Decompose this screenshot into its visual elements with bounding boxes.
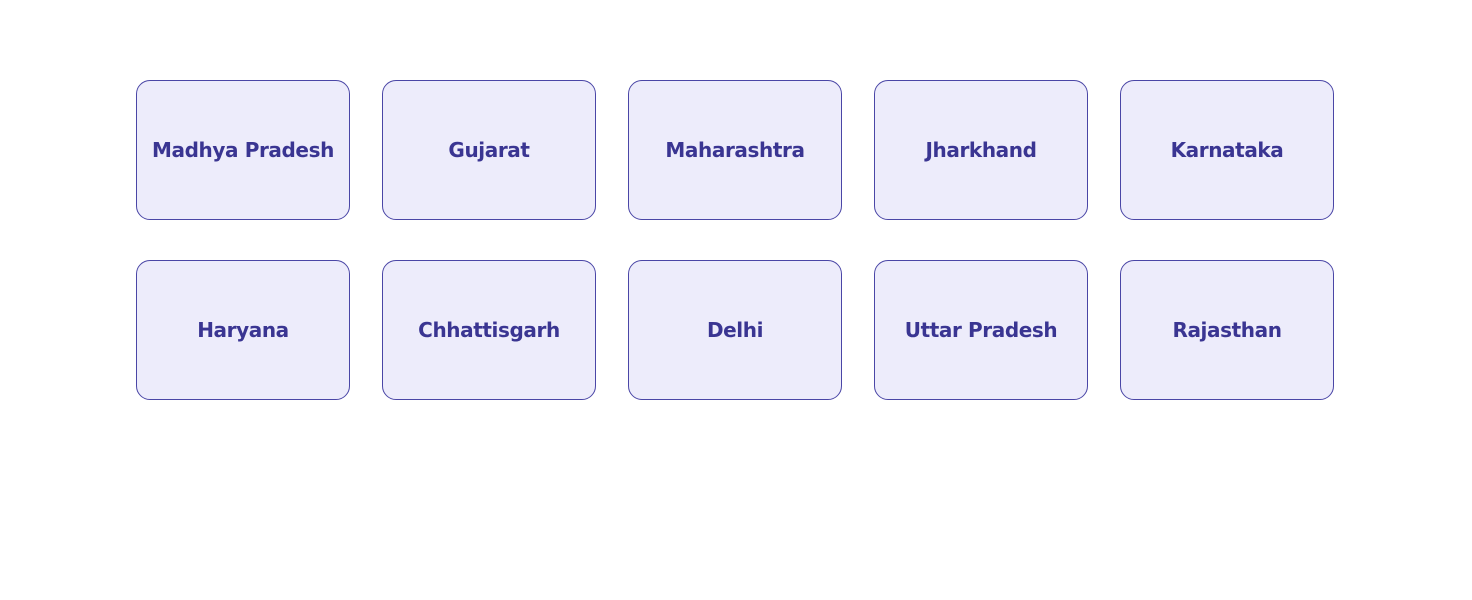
- state-tile-rajasthan[interactable]: Rajasthan: [1120, 260, 1334, 400]
- state-tile-label: Maharashtra: [665, 138, 805, 162]
- state-tile-label: Rajasthan: [1172, 318, 1282, 342]
- state-tile-karnataka[interactable]: Karnataka: [1120, 80, 1334, 220]
- state-tile-madhya-pradesh[interactable]: Madhya Pradesh: [136, 80, 350, 220]
- state-tile-label: Jharkhand: [925, 138, 1037, 162]
- state-tile-jharkhand[interactable]: Jharkhand: [874, 80, 1088, 220]
- state-tile-label: Karnataka: [1170, 138, 1284, 162]
- state-tile-label: Haryana: [197, 318, 289, 342]
- state-tile-label: Delhi: [706, 318, 764, 342]
- state-tile-grid: Madhya Pradesh Gujarat Maharashtra Jhark…: [136, 80, 1334, 400]
- state-tile-uttar-pradesh[interactable]: Uttar Pradesh: [874, 260, 1088, 400]
- state-tile-gujarat[interactable]: Gujarat: [382, 80, 596, 220]
- state-tile-maharashtra[interactable]: Maharashtra: [628, 80, 842, 220]
- state-tile-haryana[interactable]: Haryana: [136, 260, 350, 400]
- state-tile-label: Uttar Pradesh: [904, 318, 1058, 342]
- state-tile-label: Madhya Pradesh: [152, 138, 334, 162]
- state-tile-label: Gujarat: [448, 138, 530, 162]
- state-tile-chhattisgarh[interactable]: Chhattisgarh: [382, 260, 596, 400]
- state-tile-label: Chhattisgarh: [418, 318, 560, 342]
- state-tile-delhi[interactable]: Delhi: [628, 260, 842, 400]
